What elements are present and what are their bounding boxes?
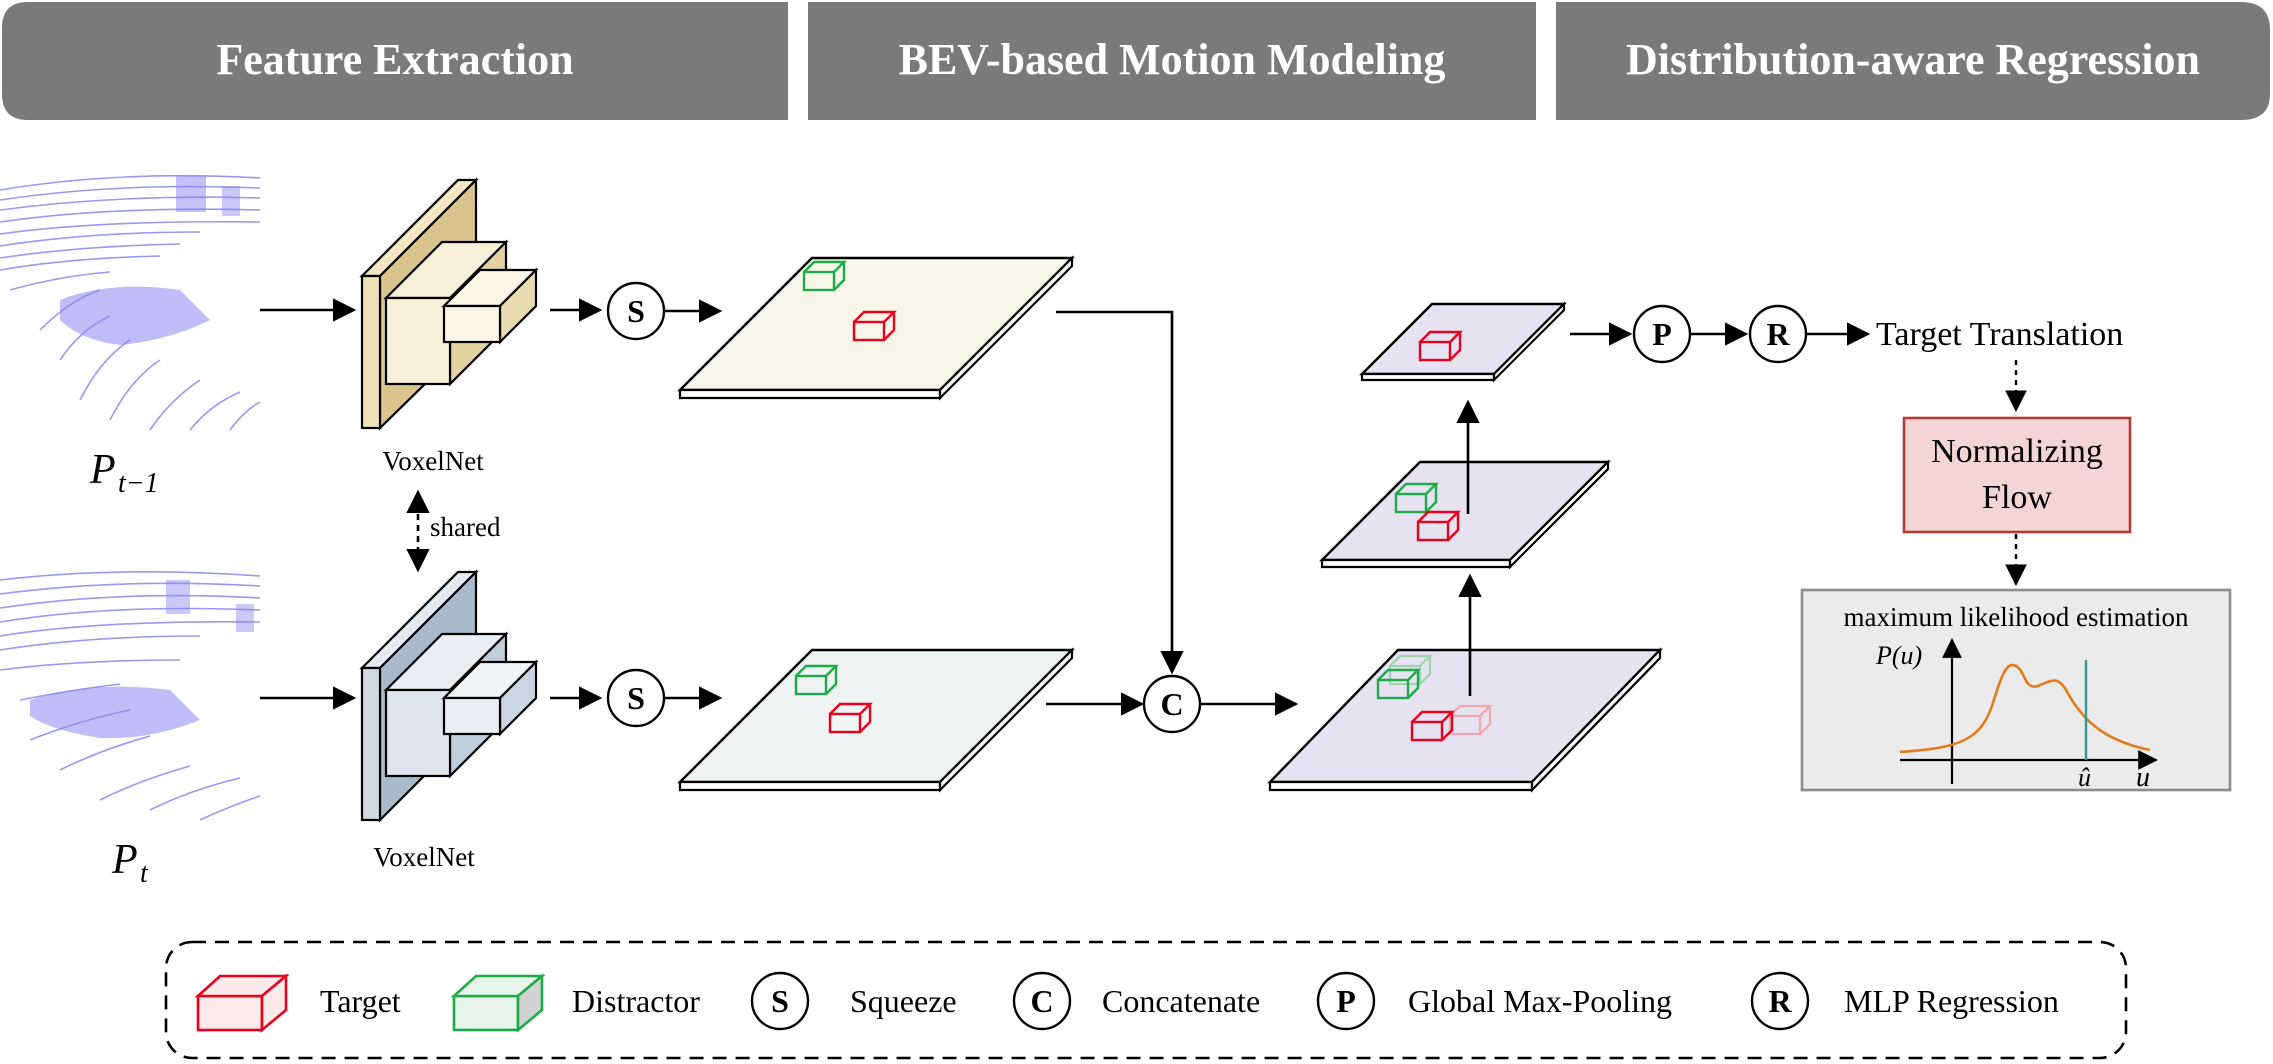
bev-map-prev xyxy=(677,255,1075,401)
mle-uhat-label: û xyxy=(2078,763,2091,792)
shared-label: shared xyxy=(430,512,501,542)
mle-panel: maximum likelihood estimation P(u) û u xyxy=(1800,588,2232,793)
squeeze-op-top: S xyxy=(606,281,666,341)
fused-bev-large xyxy=(1267,647,1663,793)
legend-distractor-icon xyxy=(450,973,546,1033)
squeeze-op-bottom-symbol: S xyxy=(627,680,645,716)
point-cloud-prev: P t−1 xyxy=(0,174,261,499)
concat-op-symbol: C xyxy=(1160,686,1183,722)
mle-u-label: u xyxy=(2136,762,2150,793)
pool-op: P xyxy=(1632,304,1692,364)
legend-pool-symbol: P xyxy=(1336,983,1356,1019)
header-feature-extraction-text: Feature Extraction xyxy=(216,35,573,84)
voxelnet-bottom xyxy=(359,569,539,823)
target-box-fused xyxy=(1410,710,1455,742)
pool-op-symbol: P xyxy=(1652,316,1672,352)
legend-concat-text: Concatenate xyxy=(1102,983,1260,1019)
distractor-box-fused-ghost xyxy=(1388,654,1433,686)
mle-py-label: P(u) xyxy=(1875,641,1922,670)
arrow-bev-prev-to-concat xyxy=(1056,310,1184,675)
target-box-fused-ghost xyxy=(1448,704,1493,736)
regress-op-symbol: R xyxy=(1766,316,1790,352)
target-box-small xyxy=(1418,330,1463,362)
header-distribution-regression: Distribution-aware Regression xyxy=(1556,2,2270,120)
header-bev-motion-modeling-text: BEV-based Motion Modeling xyxy=(899,35,1446,84)
concat-op: C xyxy=(1142,674,1202,734)
fused-bev-mid xyxy=(1319,459,1611,570)
legend: Target Distractor S Squeeze C Concatenat… xyxy=(164,940,2128,1060)
mle-title: maximum likelihood estimation xyxy=(1844,602,2189,632)
target-box-mid xyxy=(1416,510,1461,542)
squeeze-op-top-symbol: S xyxy=(627,293,645,329)
input-label-prev-sub: t−1 xyxy=(118,468,159,499)
voxelnet-bottom-label: VoxelNet xyxy=(373,842,475,872)
point-cloud-curr: P t xyxy=(0,571,261,889)
voxelnet-top xyxy=(359,177,539,431)
regress-op: R xyxy=(1748,304,1808,364)
legend-regress-icon xyxy=(1750,971,1810,1031)
distractor-box-fused xyxy=(1376,668,1421,700)
distractor-box-mid xyxy=(1394,482,1439,514)
distractor-box-bev-prev xyxy=(802,260,847,292)
target-translation-label: Target Translation xyxy=(1876,316,2123,353)
input-label-curr-sub: t xyxy=(140,858,149,889)
legend-regress-symbol: R xyxy=(1768,983,1792,1019)
legend-target-icon xyxy=(194,973,290,1033)
flow-label-line2: Flow xyxy=(1982,479,2052,516)
bev-map-curr xyxy=(677,647,1075,793)
target-box-bev-curr xyxy=(828,702,873,734)
legend-regress-text: MLP Regression xyxy=(1844,983,2059,1019)
legend-pool-icon xyxy=(1316,971,1376,1031)
mle-density-curve xyxy=(1899,663,2151,754)
header-feature-extraction: Feature Extraction xyxy=(2,2,788,120)
legend-distractor-text: Distractor xyxy=(572,983,700,1019)
target-box-bev-prev xyxy=(852,310,897,342)
input-label-prev: P xyxy=(89,447,116,493)
voxelnet-top-label: VoxelNet xyxy=(382,446,484,476)
legend-squeeze-symbol: S xyxy=(771,983,789,1019)
header-distribution-regression-text: Distribution-aware Regression xyxy=(1626,35,2200,84)
legend-squeeze-text: Squeeze xyxy=(850,983,957,1019)
distractor-box-bev-curr xyxy=(794,664,839,696)
legend-target-text: Target xyxy=(320,983,401,1019)
legend-pool-text: Global Max-Pooling xyxy=(1408,983,1672,1019)
header-bev-motion-modeling: BEV-based Motion Modeling xyxy=(808,2,1536,120)
fused-bev-small xyxy=(1359,301,1567,383)
flow-label-line1: Normalizing xyxy=(1931,433,2103,470)
legend-concat-symbol: C xyxy=(1030,983,1053,1019)
legend-squeeze-icon xyxy=(750,971,810,1031)
input-label-curr: P xyxy=(111,837,138,883)
squeeze-op-bottom: S xyxy=(606,668,666,728)
legend-concat-icon xyxy=(1012,971,1072,1031)
normalizing-flow-box: Normalizing Flow xyxy=(1902,416,2132,534)
